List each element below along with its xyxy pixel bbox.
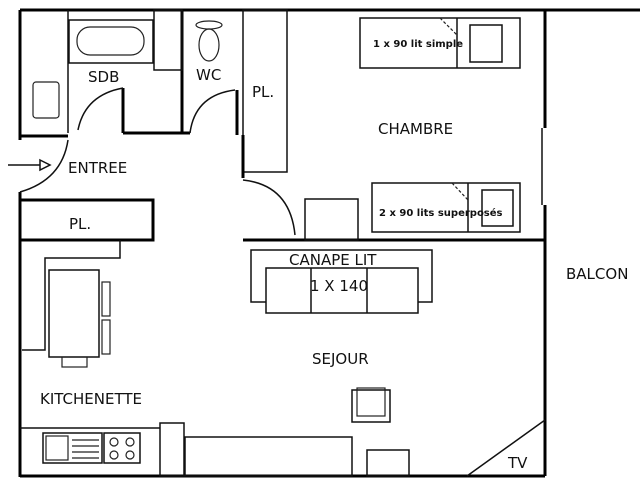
label-tv: TV [507, 454, 528, 472]
label-placard-top: PL. [252, 83, 274, 101]
toilet-bowl [198, 28, 220, 62]
cooktop-icon [103, 432, 141, 464]
wardrobe [304, 198, 359, 241]
label-wc: WC [196, 66, 221, 84]
label-bed-bunk: 2 x 90 lits superposés [379, 207, 503, 219]
entry-door-arc [19, 139, 69, 193]
tv-corner [466, 419, 546, 477]
wc-room [182, 20, 239, 135]
dining-table [48, 269, 100, 358]
sofa-bed [250, 249, 433, 314]
bathroom-door-arc [77, 87, 124, 131]
label-kitchenette: KITCHENETTE [40, 390, 142, 408]
chair [61, 356, 88, 368]
chair [101, 281, 111, 317]
pillow [481, 189, 514, 227]
label-placard-left: PL. [69, 215, 91, 233]
placard-left [18, 198, 155, 242]
sideboard [184, 436, 353, 477]
kitchenette-room [20, 240, 185, 477]
wc-door-arc [189, 89, 236, 134]
label-sejour: SEJOUR [312, 350, 369, 368]
label-bed-single: 1 x 90 lit simple [373, 39, 463, 50]
side-table [366, 449, 410, 477]
bed-bunk [371, 182, 521, 233]
bathroom [20, 9, 184, 138]
entry [8, 139, 69, 193]
label-sofa-size: 1 X 140 [310, 277, 368, 295]
placard-top [241, 9, 296, 236]
bathtub [68, 19, 154, 64]
chair [101, 319, 111, 355]
toilet-tank [195, 20, 223, 30]
bathroom-partition [153, 9, 183, 71]
chambre-door-arc [242, 179, 296, 236]
label-chambre: CHAMBRE [378, 120, 453, 138]
label-entree: ENTREE [68, 159, 127, 177]
sejour-room [184, 249, 546, 477]
pillow [469, 24, 503, 63]
armchair [351, 387, 391, 423]
sink-icon [42, 432, 103, 464]
bed-single [359, 17, 521, 69]
label-sofa-title: CANAPE LIT [289, 251, 377, 269]
label-balcon: BALCON [566, 265, 628, 283]
washbasin [32, 81, 60, 119]
fridge [159, 422, 185, 477]
chambre-room [243, 17, 545, 242]
label-sdb: SDB [88, 68, 119, 86]
